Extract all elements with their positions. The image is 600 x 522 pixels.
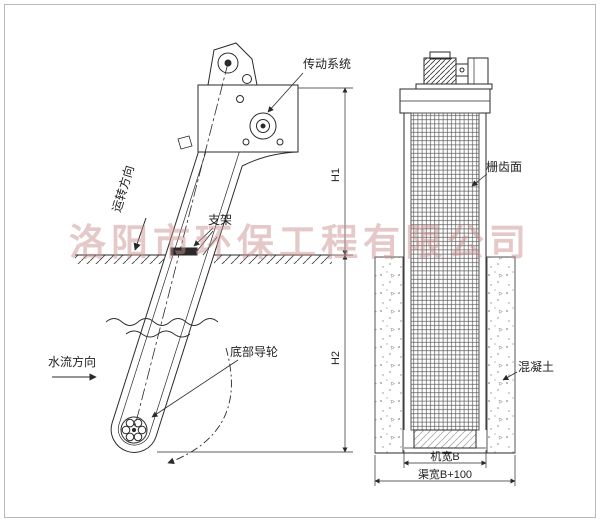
bottom-guide-wheel-label: 底部导轮: [230, 344, 278, 359]
rake-mesh: [410, 112, 480, 431]
sensor-plate: [177, 135, 193, 150]
drive-head: [197, 42, 299, 167]
rake-face-label: 栅齿面: [486, 159, 522, 174]
channel-width-label: 渠宽B+100: [418, 467, 472, 481]
leader-support: [193, 227, 214, 247]
drive-system-label: 传动系统: [303, 56, 351, 71]
concrete-label: 混凝土: [518, 359, 554, 374]
support-label: 支架: [208, 213, 232, 227]
leader-drive-system: [267, 72, 304, 113]
screen-body: [110, 135, 243, 453]
screen-head-box: [399, 88, 491, 114]
front-view: [374, 51, 518, 486]
leader-rake-face: [471, 173, 488, 187]
image-border: [4, 4, 596, 518]
dim-h1-label: H1: [330, 168, 342, 182]
running-direction-label: 运转方向: [109, 164, 137, 214]
rake-path-arc: [167, 347, 232, 465]
water-flow-label: 水流方向: [48, 354, 96, 369]
channel-walls: [374, 256, 516, 454]
side-view: [52, 42, 353, 465]
screen-frame: [403, 112, 487, 449]
ground: [75, 254, 332, 264]
bottom-guide-wheel: [120, 416, 148, 444]
dimension-heights: [157, 87, 353, 453]
leader-bottom-wheel: [151, 359, 239, 418]
company-watermark: 洛阳市环保工程有限公司: [69, 221, 531, 263]
running-direction-arrow: [133, 217, 147, 251]
dim-h2-label: H2: [330, 351, 342, 365]
chain-centerline: [133, 62, 229, 431]
leader-concrete: [502, 371, 518, 381]
motor-assembly: [415, 51, 493, 90]
machine-width-label: 机宽B: [430, 449, 459, 463]
dimension-widths: [374, 450, 516, 486]
water-waves: [105, 318, 219, 338]
support-bracket: [170, 230, 218, 256]
